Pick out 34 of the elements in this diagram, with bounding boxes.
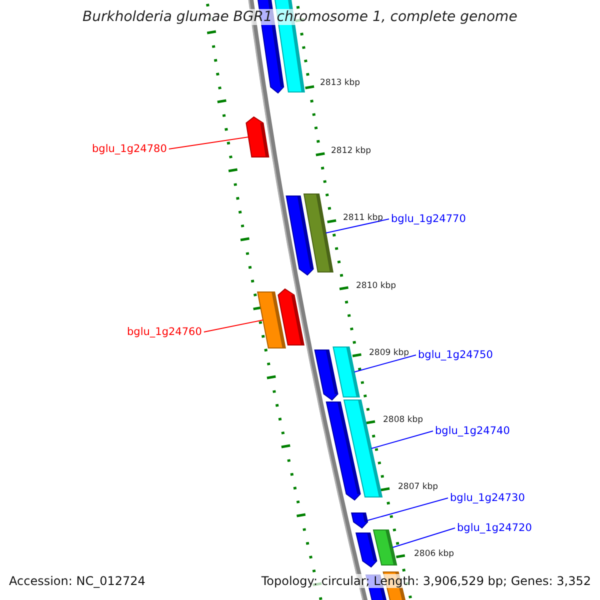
gene-label: bglu_1g24720 — [457, 522, 532, 534]
gene-feature — [350, 512, 368, 529]
leader-line — [370, 430, 434, 449]
leader-line — [203, 320, 264, 332]
leader-line — [392, 528, 456, 548]
gene-feature — [355, 532, 378, 568]
gene-block — [332, 346, 360, 398]
gene-label: bglu_1g24760 — [127, 326, 202, 338]
gene-feature — [278, 288, 304, 346]
leader-line — [354, 354, 416, 372]
gene-label: bglu_1g24750 — [418, 349, 493, 361]
scale-label: 2809 kbp — [369, 348, 410, 358]
gene-label: bglu_1g24770 — [391, 213, 466, 225]
leader-line — [366, 498, 448, 521]
gene-feature — [246, 116, 270, 158]
gene-label: bglu_1g24730 — [450, 492, 525, 504]
scale-label: 2812 kbp — [331, 146, 372, 156]
scale-label: 2806 kbp — [414, 549, 454, 559]
leader-line — [168, 136, 249, 150]
scale-label: 2808 kbp — [383, 415, 424, 425]
scale-label: 2813 kbp — [320, 78, 360, 88]
gene-block — [343, 400, 383, 498]
scale-label: 2807 kbp — [398, 482, 438, 492]
title: Burkholderia glumae BGR1 chromosome 1, complete genome — [82, 9, 518, 25]
gene-block — [303, 194, 334, 272]
scale-label: 2810 kbp — [356, 281, 396, 291]
scale-label: 2811 kbp — [343, 213, 384, 223]
gene-feature — [314, 350, 338, 401]
genome-info-text: Topology: circular; Length: 3,906,529 bp; Genes: 3,352 — [261, 574, 591, 588]
gene-label: bglu_1g24740 — [435, 425, 510, 437]
gene-label: bglu_1g24780 — [92, 143, 167, 155]
gene-block — [372, 530, 398, 566]
leader-line — [325, 218, 390, 234]
accession-text: Accession: NC_012724 — [9, 574, 146, 588]
